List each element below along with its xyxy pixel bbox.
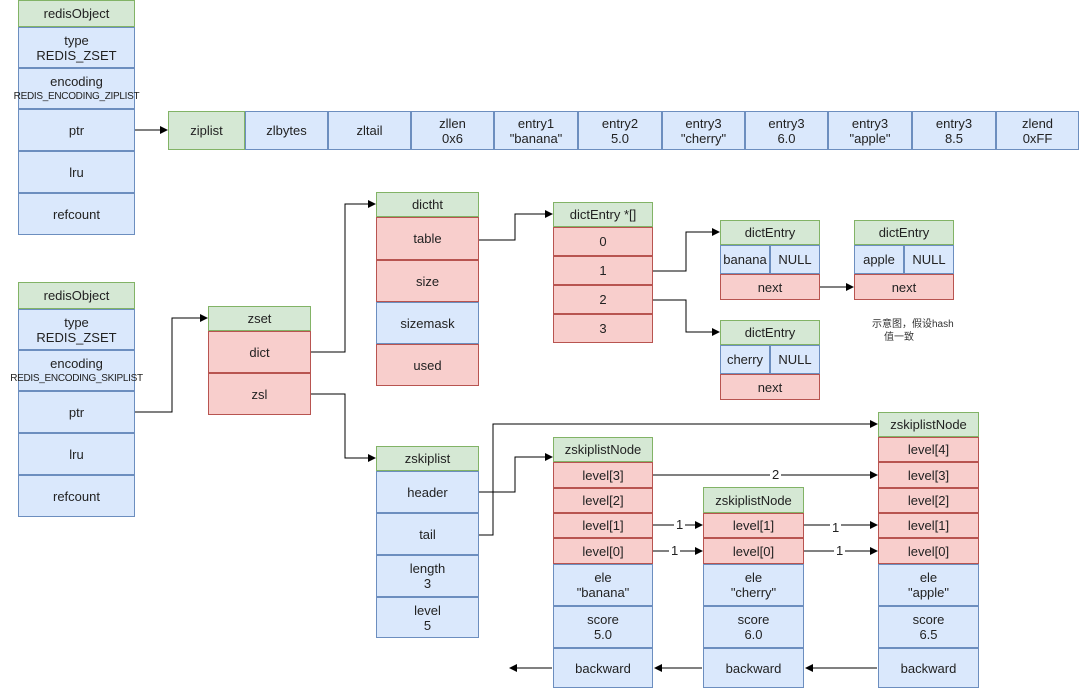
note-line: 值一致 (884, 332, 914, 343)
entry3-cell-c: entry3"apple" (828, 111, 912, 150)
node-level: level[0] (878, 538, 979, 564)
node-level: level[3] (553, 462, 653, 488)
zsl-to-zskiplist-arrow (311, 393, 376, 462)
zset-title: zset (208, 306, 311, 331)
ptr-field: ptr (18, 391, 135, 433)
zset-dict-field: dict (208, 331, 311, 373)
node-ele: ele"banana" (553, 564, 653, 606)
dict-entry-key: apple (854, 245, 904, 274)
slot2-to-cherry-arrow (653, 299, 720, 336)
node-ele: ele"cherry" (703, 564, 804, 606)
dictht-size-field: size (376, 260, 479, 302)
dict-entry-val: NULL (904, 245, 954, 274)
node-backward: backward (553, 648, 653, 688)
dict-entry-array-title: dictEntry *[] (553, 202, 653, 227)
refcount-field: refcount (18, 193, 135, 235)
ziplist-label: ziplist (168, 111, 245, 150)
entry1-cell: entry1"banana" (494, 111, 578, 150)
node-level: level[0] (553, 538, 653, 564)
slot1-to-banana-arrow (653, 228, 720, 272)
ptr-to-zset-arrow (135, 314, 208, 413)
ptr-field: ptr (18, 109, 135, 151)
span-label-banana-l1: 1 (674, 517, 686, 532)
lru-field: lru (18, 433, 135, 475)
zset-zsl-field: zsl (208, 373, 311, 415)
node-backward: backward (703, 648, 804, 688)
node-level: level[3] (878, 462, 979, 488)
dict-entry-slot: 0 (553, 227, 653, 256)
table-to-array-arrow (479, 210, 553, 241)
zskiplist-header-field: header (376, 471, 479, 513)
zltail-cell: zltail (328, 111, 411, 150)
span-label-banana-l0: 1 (669, 543, 681, 558)
entry3-cell-a: entry3"cherry" (662, 111, 745, 150)
dict-entry-slot: 2 (553, 285, 653, 314)
zskiplist-tail-field: tail (376, 513, 479, 555)
dictht-sizemask-field: sizemask (376, 302, 479, 344)
dict-to-dictht-arrow (311, 200, 376, 353)
node-level: level[2] (553, 488, 653, 513)
dict-entry-title: dictEntry (720, 220, 820, 245)
refcount-field: refcount (18, 475, 135, 517)
span-label-banana-l3: 2 (770, 467, 782, 482)
node-backward: backward (878, 648, 979, 688)
note-line: 示意图，假设hash (872, 319, 954, 330)
node-level: level[4] (878, 437, 979, 462)
redis-object-title: redisObject (18, 282, 135, 309)
node-level: level[2] (878, 488, 979, 513)
zskiplist-title: zskiplist (376, 446, 479, 471)
tail-to-apple-arrow (479, 420, 878, 536)
lru-field: lru (18, 151, 135, 193)
zlbytes-cell: zlbytes (245, 111, 328, 150)
dict-entry-next: next (720, 374, 820, 400)
dict-entry-title: dictEntry (854, 220, 954, 245)
redis-object-title: redisObject (18, 0, 135, 27)
diagram-note: 示意图，假设hash 值一致 (872, 318, 954, 344)
header-to-node-arrow (479, 453, 553, 493)
dict-entry-key: banana (720, 245, 770, 274)
node-level: level[1] (553, 513, 653, 538)
dict-entry-slot: 3 (553, 314, 653, 343)
node-title: zskiplistNode (553, 437, 653, 462)
dict-entry-val: NULL (770, 345, 820, 374)
dict-entry-next: next (854, 274, 954, 300)
span-label-cherry-l1: 1 (830, 520, 842, 535)
dictht-title: dictht (376, 192, 479, 217)
dictht-table-field: table (376, 217, 479, 260)
dict-entry-next: next (720, 274, 820, 300)
dict-entry-key: cherry (720, 345, 770, 374)
node-title: zskiplistNode (703, 487, 804, 513)
dict-entry-val: NULL (770, 245, 820, 274)
node-ele: ele"apple" (878, 564, 979, 606)
node-level: level[1] (878, 513, 979, 538)
dictht-used-field: used (376, 344, 479, 386)
dict-entry-title: dictEntry (720, 320, 820, 345)
node-level: level[1] (703, 513, 804, 538)
span-label-cherry-l0: 1 (834, 543, 846, 558)
node-level: level[0] (703, 538, 804, 564)
node-title: zskiplistNode (878, 412, 979, 437)
dict-entry-slot: 1 (553, 256, 653, 285)
